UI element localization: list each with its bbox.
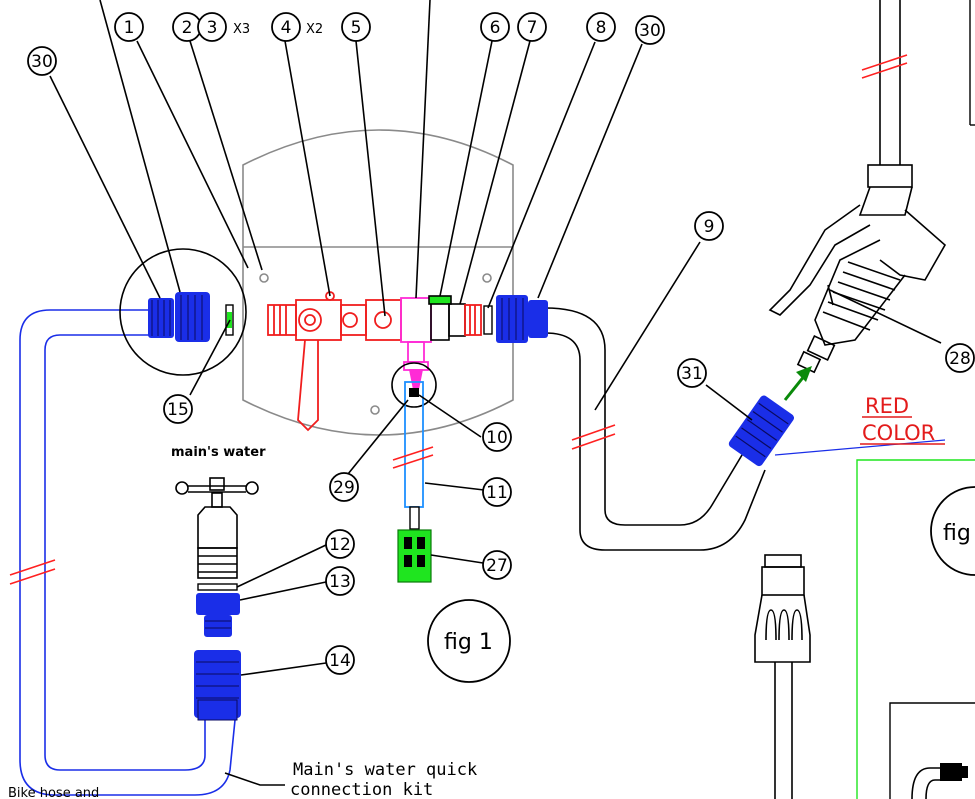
leader-lines xyxy=(49,0,942,676)
svg-text:30: 30 xyxy=(639,21,661,41)
washer-8 xyxy=(483,305,493,335)
callout-2: 2 xyxy=(172,12,202,42)
fig1-label: fig 1 xyxy=(444,630,493,655)
bottom-left-cut-label: Bike hose and xyxy=(8,786,99,799)
quick-kit-label-line1: Main's water quick xyxy=(293,760,477,780)
svg-text:5: 5 xyxy=(351,18,362,38)
kit-leader xyxy=(224,772,285,786)
svg-text:30: 30 xyxy=(31,52,53,72)
callout-15: 15 xyxy=(163,394,193,424)
svg-text:4: 4 xyxy=(281,18,292,38)
fitting-8 xyxy=(464,304,482,336)
callout-31: 31 xyxy=(677,358,707,388)
multiplier-x3: X3 xyxy=(233,22,250,37)
adapter-13 xyxy=(196,593,240,637)
callout-8: 8 xyxy=(586,12,616,42)
mains-water-label: main's water xyxy=(171,445,266,460)
left-hose xyxy=(19,309,236,796)
callout-14: 14 xyxy=(325,645,355,675)
svg-text:9: 9 xyxy=(704,217,715,237)
t-piece-magenta xyxy=(400,297,432,391)
callout-3: 3 xyxy=(197,12,227,42)
fig2-frame xyxy=(856,459,975,799)
lance-pipe xyxy=(858,0,913,216)
tank-outline xyxy=(242,129,514,436)
quick-kit-label-line2: connection kit xyxy=(290,780,433,799)
coupling-30-left xyxy=(148,298,174,338)
callout-30-top: 30 xyxy=(635,15,665,45)
svg-text:10: 10 xyxy=(486,428,508,448)
svg-text:15: 15 xyxy=(167,400,189,420)
coupling-31 xyxy=(728,395,795,467)
valve-10 xyxy=(409,388,419,397)
nozzle-assembly xyxy=(754,554,811,799)
red-color-leader xyxy=(774,439,946,456)
callout-11: 11 xyxy=(482,477,512,507)
connect-arrow xyxy=(783,366,812,401)
callout-13: 13 xyxy=(325,566,355,596)
callout-12: 12 xyxy=(325,529,355,559)
callout-5: 5 xyxy=(341,12,371,42)
callout-6: 6 xyxy=(480,12,510,42)
fig2-partial-label: fig xyxy=(943,521,971,546)
multiplier-x2: X2 xyxy=(306,22,323,37)
svg-text:3: 3 xyxy=(207,18,218,38)
coupling-1 xyxy=(175,292,210,342)
valve-assembly xyxy=(267,291,402,432)
left-hose-break xyxy=(9,559,56,585)
detail-circle-left xyxy=(119,248,247,376)
filter-27 xyxy=(397,529,432,583)
svg-text:1: 1 xyxy=(124,18,135,38)
callout-7: 7 xyxy=(517,12,547,42)
callout-10: 10 xyxy=(482,422,512,452)
coupling-30-right xyxy=(496,295,548,343)
washer-12 xyxy=(197,583,238,591)
tap xyxy=(175,477,259,579)
svg-text:31: 31 xyxy=(681,364,703,384)
svg-text:11: 11 xyxy=(486,483,508,503)
svg-text:13: 13 xyxy=(329,572,351,592)
connector-14 xyxy=(194,650,241,721)
callout-28: 28 xyxy=(945,343,975,373)
svg-text:7: 7 xyxy=(527,18,538,38)
svg-text:2: 2 xyxy=(182,18,193,38)
red-color-label-line1: RED xyxy=(865,394,909,418)
callout-4: 4 xyxy=(271,12,301,42)
callout-27: 27 xyxy=(482,550,512,580)
svg-text:29: 29 xyxy=(333,478,355,498)
svg-text:12: 12 xyxy=(329,535,351,555)
svg-text:27: 27 xyxy=(486,556,508,576)
svg-text:6: 6 xyxy=(490,18,501,38)
red-color-label-line2: COLOR xyxy=(862,421,935,445)
callout-1: 1 xyxy=(114,12,144,42)
detail-circle-29 xyxy=(391,362,437,408)
callout-29: 29 xyxy=(329,472,359,502)
svg-text:28: 28 xyxy=(949,349,971,369)
callout-30-left: 30 xyxy=(27,46,57,76)
svg-text:8: 8 xyxy=(596,18,607,38)
right-hose-break xyxy=(571,424,616,450)
right-hose xyxy=(544,307,766,551)
callout-9: 9 xyxy=(694,211,724,241)
filter-stem xyxy=(409,506,420,530)
svg-text:14: 14 xyxy=(329,651,351,671)
tube-break xyxy=(392,446,434,469)
lance-break xyxy=(861,54,908,79)
spray-gun-28 xyxy=(768,204,947,374)
fig1-circle xyxy=(427,599,511,683)
